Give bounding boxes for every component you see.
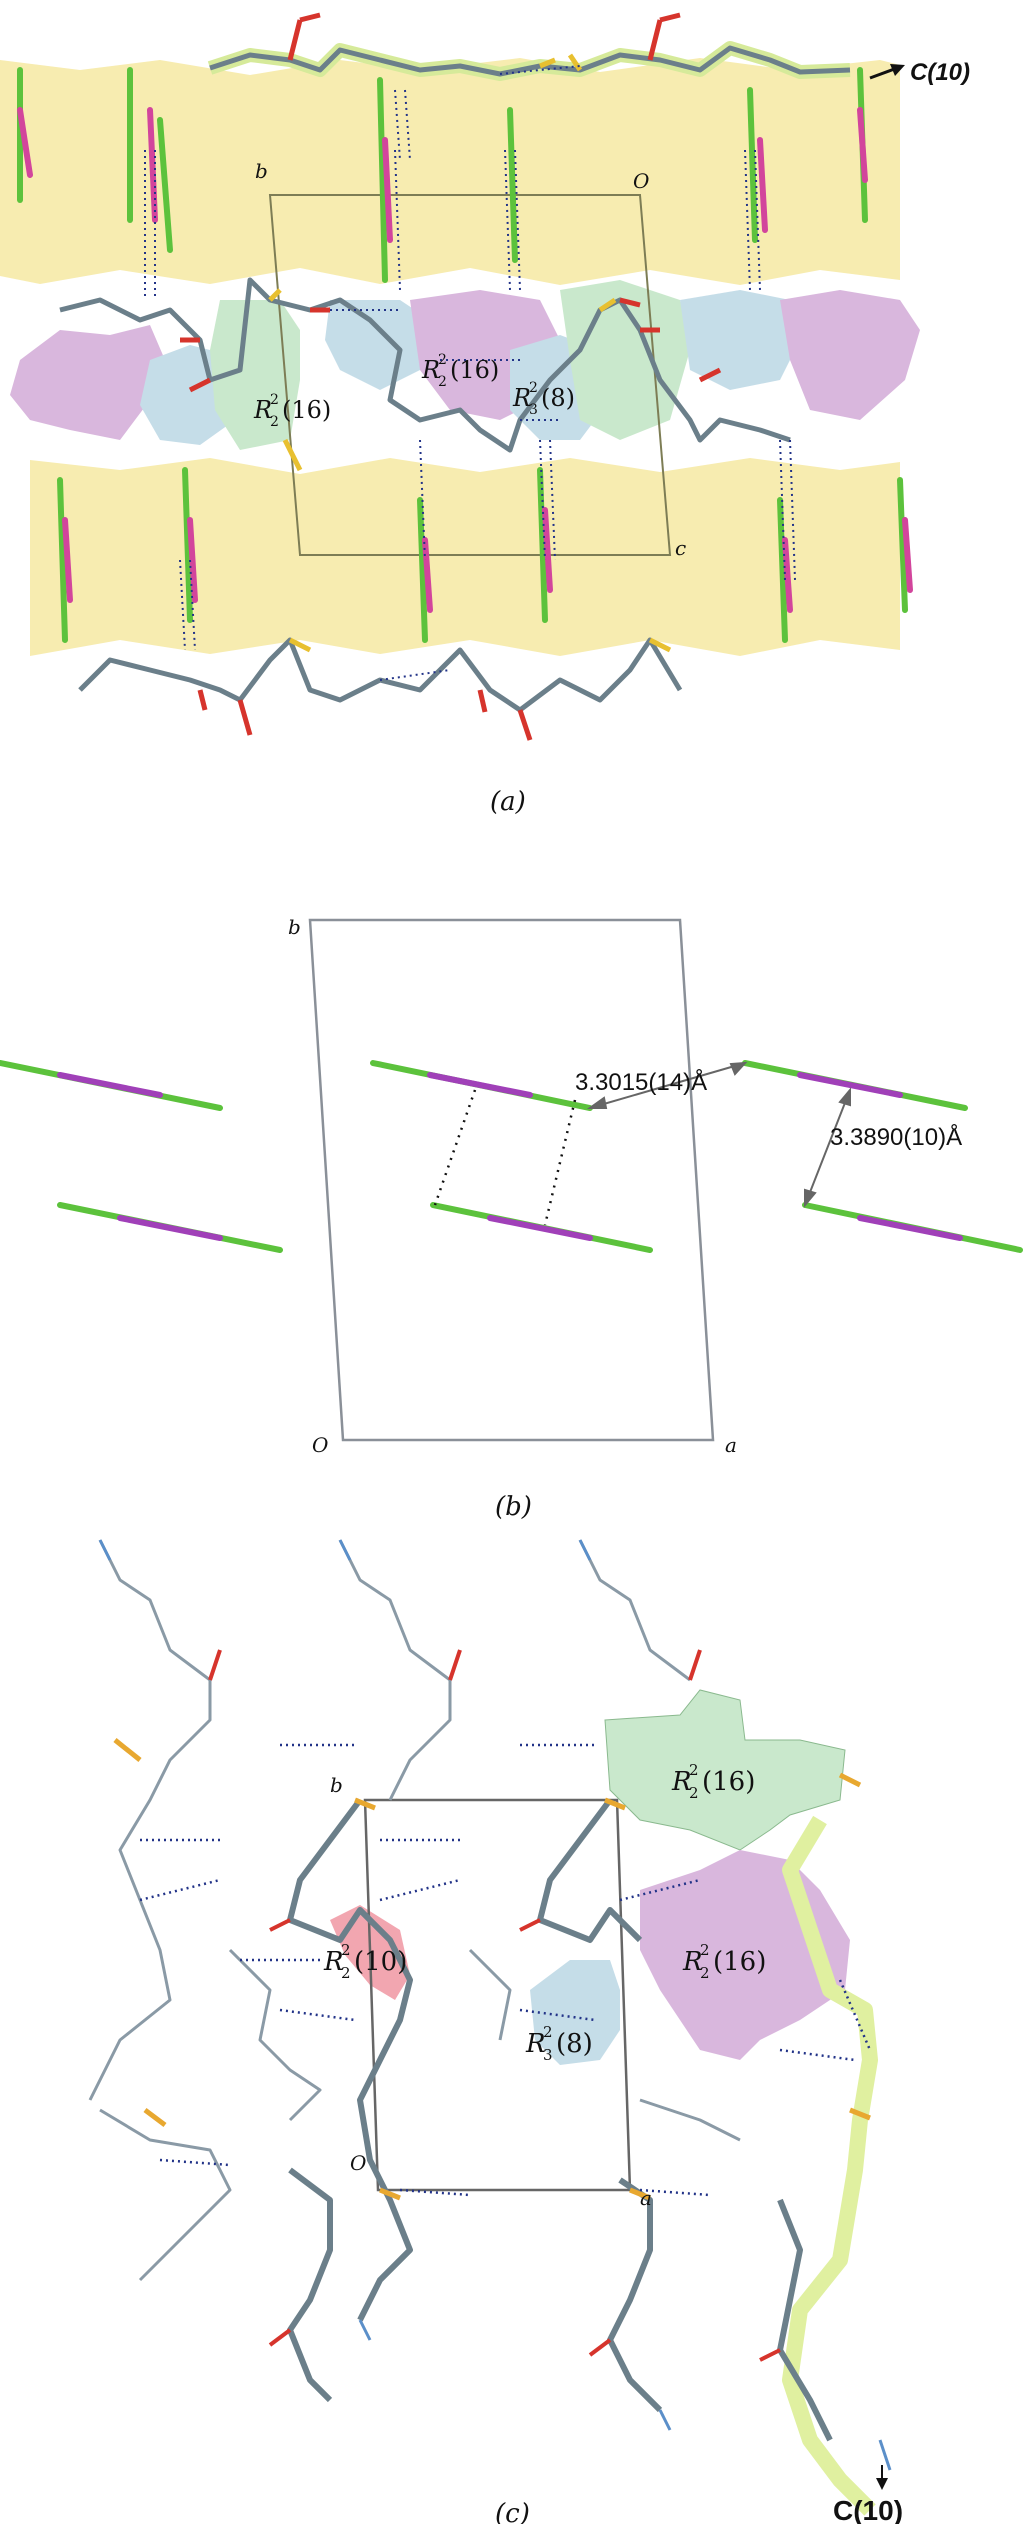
chain-top	[209, 45, 851, 77]
molecular-network-c	[88, 1539, 741, 2282]
oxygen-atoms-c	[208, 1649, 781, 2362]
contacts-b	[433, 1089, 577, 1226]
motif-region-purple-left	[10, 325, 165, 440]
nitrogen-atoms-c	[98, 1539, 892, 2471]
svg-text:R: R	[421, 356, 440, 384]
svg-text:3: 3	[529, 402, 538, 418]
motif-region-blue-c	[530, 1960, 620, 2065]
caption-b: (b)	[495, 1492, 532, 1522]
motif-label-a-2: R 2 2 (16)	[421, 352, 499, 390]
motif-region-blue-right	[680, 290, 800, 390]
thick-sticks-c	[287, 1798, 833, 2442]
svg-text:3: 3	[543, 2046, 553, 2064]
motif-region-purple-right	[780, 290, 920, 420]
chain-label-a: C(10)	[910, 59, 970, 86]
axis-label-origin: O	[312, 1433, 328, 1457]
chain-bottom	[78, 637, 683, 713]
svg-text:R: R	[323, 1947, 344, 1977]
svg-text:(16): (16)	[282, 396, 331, 424]
axis-label-b: b	[255, 159, 268, 183]
caption-c: (c)	[495, 2499, 530, 2524]
panel-a: b O c R 2 2 (16) R 2 2 (16) R 2 3 (8) C(…	[0, 12, 970, 817]
svg-text:R: R	[512, 384, 531, 412]
motif-label-a-1: R 2 2 (16)	[253, 392, 331, 430]
panel-b: 3.3015(14)Å 3.3890(10)Å b O a (b)	[0, 915, 1023, 1522]
svg-text:2: 2	[543, 2023, 553, 2041]
layer-molecules-b	[0, 1060, 1023, 1253]
distance-label-1: 3.3015(14)Å	[575, 1068, 707, 1096]
axis-label-origin: O	[350, 2151, 366, 2175]
svg-text:2: 2	[700, 1964, 710, 1982]
svg-text:R: R	[671, 1767, 692, 1797]
svg-text:R: R	[253, 396, 272, 424]
svg-text:(16): (16)	[450, 356, 499, 384]
chain-bottom-atoms	[197, 637, 672, 741]
svg-text:2: 2	[529, 380, 538, 396]
chain-highlight-c	[782, 1815, 878, 2516]
layer-molecules-top	[17, 67, 868, 283]
svg-text:2: 2	[438, 374, 447, 390]
svg-text:2: 2	[700, 1941, 710, 1959]
axis-label-c: c	[675, 536, 686, 560]
chain-middle-atoms	[180, 288, 722, 472]
motif-label-c-3: R 2 2 (16)	[682, 1941, 766, 1982]
svg-text:2: 2	[689, 1784, 699, 1802]
unit-cell-a	[268, 194, 672, 556]
svg-text:2: 2	[689, 1761, 699, 1779]
svg-text:(16): (16)	[702, 1767, 755, 1797]
svg-text:2: 2	[438, 352, 447, 368]
svg-text:2: 2	[341, 1941, 351, 1959]
unit-cell-b	[308, 918, 715, 1442]
hydrogen-bonds-a	[144, 65, 796, 681]
caption-a: (a)	[490, 787, 526, 817]
motif-label-c-2: R 2 2 (10)	[323, 1941, 407, 1982]
motif-region-green-c	[604, 1689, 846, 1851]
chain-middle	[59, 277, 791, 453]
motif-region-blue-2	[325, 300, 430, 390]
layer-band-top	[0, 58, 900, 285]
svg-text:(10): (10)	[354, 1947, 407, 1977]
layer-band-bottom	[30, 458, 900, 656]
motif-label-a-3: R 2 3 (8)	[512, 380, 575, 418]
chain-arrow-c	[876, 2465, 888, 2490]
svg-text:2: 2	[270, 392, 279, 408]
svg-text:(16): (16)	[713, 1947, 766, 1977]
axis-label-origin: O	[633, 169, 649, 193]
distance-arrows-b	[586, 1061, 851, 1208]
svg-text:(8): (8)	[556, 2029, 593, 2059]
sulfur-atoms-c	[113, 1738, 871, 2201]
chain-top-atoms	[287, 12, 681, 72]
panel-c: b O a R 2 2 (16) R 2 2 (10) R 2 2 (16) R…	[88, 1539, 903, 2524]
svg-text:2: 2	[270, 414, 279, 430]
svg-text:(8): (8)	[541, 384, 575, 412]
axis-label-b: b	[288, 915, 301, 939]
chain-label-c: C(10)	[833, 2495, 903, 2524]
svg-text:R: R	[525, 2029, 546, 2059]
svg-text:2: 2	[341, 1964, 351, 1982]
hydrogen-bonds-c	[139, 1743, 872, 2197]
axis-label-a: a	[640, 2186, 652, 2210]
motif-label-c-4: R 2 3 (8)	[525, 2023, 593, 2064]
distance-label-2: 3.3890(10)Å	[830, 1123, 962, 1151]
motif-region-green-1	[210, 300, 300, 450]
layer-molecules-bottom	[57, 467, 913, 643]
chain-arrow-a	[869, 64, 905, 80]
axis-label-b: b	[330, 1773, 343, 1797]
axis-label-a: a	[725, 1433, 737, 1457]
svg-text:R: R	[682, 1947, 703, 1977]
motif-label-c-1: R 2 2 (16)	[671, 1761, 755, 1802]
